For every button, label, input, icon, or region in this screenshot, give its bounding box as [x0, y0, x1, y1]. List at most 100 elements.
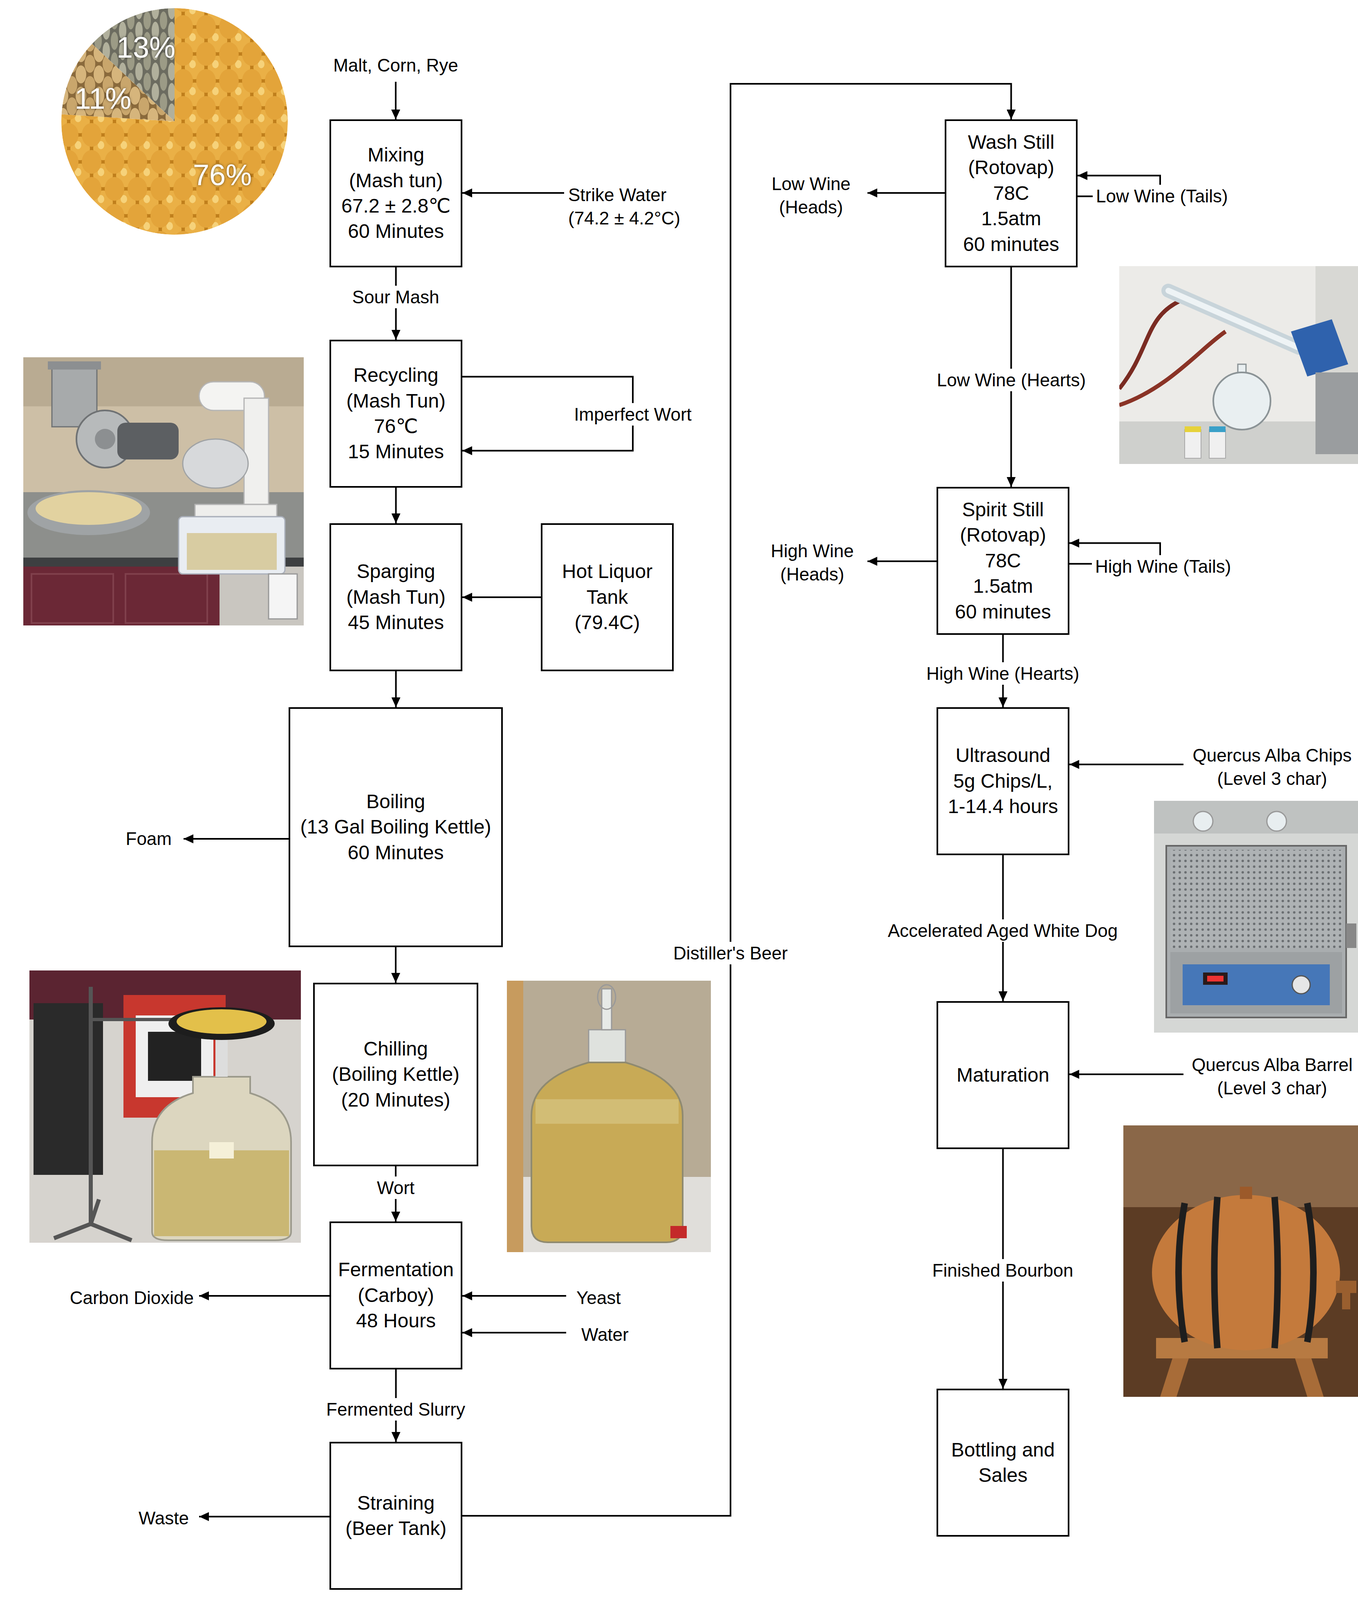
- box-detail: 48 Hours: [356, 1308, 436, 1334]
- process-box: Ultrasound5g Chips/L,1-14.4 hours: [936, 707, 1070, 856]
- box-detail: 1.5atm: [981, 206, 1042, 232]
- input-arrow: [462, 1331, 567, 1334]
- box-detail: 45 Minutes: [347, 609, 444, 636]
- flow-connector: [462, 596, 541, 599]
- edge-label: Imperfect Wort: [570, 403, 695, 426]
- box-detail: 76℃: [374, 413, 418, 440]
- box-detail: (Mash Tun): [346, 388, 446, 414]
- edge-label: Wort: [373, 1176, 418, 1199]
- box-detail: (Carboy): [357, 1282, 435, 1309]
- straining-photo: [29, 970, 301, 1243]
- stream-label: Strike Water (74.2 ± 4.2°C): [568, 183, 710, 230]
- process-box: Fermentation(Carboy)48 Hours: [329, 1221, 463, 1370]
- box-title: Boiling: [366, 788, 426, 815]
- output-arrow: [183, 838, 289, 840]
- box-title: Sparging: [356, 558, 435, 585]
- stream-label: Quercus Alba Chips (Level 3 char): [1189, 743, 1355, 791]
- output-arrow: [867, 560, 937, 563]
- stream-label: Carbon Dioxide: [54, 1286, 194, 1310]
- box-detail: 60 Minutes: [347, 840, 444, 866]
- stream-label: Water: [581, 1322, 664, 1347]
- edge-label: Low Wine (Hearts): [933, 368, 1090, 392]
- box-title: Maturation: [956, 1062, 1050, 1088]
- process-box: Bottling and Sales: [936, 1388, 1070, 1537]
- box-detail: 78C: [984, 548, 1021, 574]
- input-arrow: [1069, 763, 1184, 766]
- rotovap-photo: [1119, 266, 1358, 464]
- box-title: Mixing: [367, 142, 425, 168]
- box-detail: 60 minutes: [963, 231, 1060, 258]
- milling-photo: [23, 357, 304, 626]
- percent-label: 11%: [62, 79, 144, 119]
- box-title: Recycling: [353, 362, 439, 388]
- process-box: Recycling(Mash Tun)76℃15 Minutes: [329, 339, 463, 488]
- flow-arrow: [183, 81, 1184, 1517]
- input-arrow: [1069, 1073, 1184, 1076]
- edge-label: High Wine (Tails): [1091, 555, 1235, 578]
- box-title: Wash Still: [968, 129, 1055, 155]
- edge-label: Fermented Slurry: [322, 1398, 469, 1421]
- edge-label: Accelerated Aged White Dog: [884, 919, 1122, 942]
- edge-label: Low Wine (Tails): [1092, 184, 1232, 208]
- process-box: Hot Liquor Tank(79.4C): [540, 523, 674, 672]
- output-arrow: [199, 1515, 330, 1518]
- output-arrow: [199, 1295, 330, 1297]
- stream-label: Yeast: [576, 1286, 659, 1310]
- process-box: Maturation: [936, 1001, 1070, 1150]
- stream-label: Waste: [107, 1506, 189, 1530]
- input-arrow: [462, 192, 565, 194]
- edge-label: Distiller's Beer: [670, 941, 792, 965]
- box-detail: (Mash Tun): [346, 584, 446, 610]
- ultrasound-bath-photo: [1154, 800, 1358, 1033]
- box-detail: (Rotovap): [959, 522, 1047, 548]
- grain-pie-chart: [61, 8, 288, 235]
- carboy-photo: [506, 980, 711, 1253]
- percent-label: 13%: [105, 28, 187, 68]
- box-title: Spirit Still: [961, 497, 1044, 523]
- box-detail: (Rotovap): [968, 154, 1055, 181]
- flow-connector: [462, 83, 1012, 1516]
- box-detail: 78C: [992, 180, 1029, 207]
- process-box: Straining(Beer Tank): [329, 1441, 463, 1590]
- edge-label: High Wine (Hearts): [923, 662, 1083, 685]
- box-detail: (13 Gal Boiling Kettle): [300, 814, 492, 840]
- box-detail: (79.4C): [574, 609, 640, 636]
- stream-label: Quercus Alba Barrel (Level 3 char): [1189, 1053, 1355, 1100]
- box-detail: 1.5atm: [972, 573, 1034, 599]
- flow-connector: [394, 947, 397, 983]
- output-arrow: [867, 192, 945, 194]
- box-detail: 60 minutes: [954, 599, 1051, 625]
- input-arrow: [394, 81, 397, 120]
- flow-connector: [395, 671, 397, 708]
- box-detail: (Boiling Kettle): [331, 1061, 460, 1087]
- box-detail: 60 Minutes: [347, 218, 444, 245]
- box-detail: (20 Minutes): [341, 1087, 451, 1113]
- process-box: Wash Still(Rotovap)78C1.5atm60 minutes: [944, 119, 1078, 268]
- box-title: Fermentation: [338, 1257, 454, 1283]
- stream-label: Malt, Corn, Rye: [309, 53, 482, 77]
- process-box: Chilling(Boiling Kettle)(20 Minutes): [313, 982, 479, 1167]
- box-detail: 1-14.4 hours: [947, 793, 1059, 820]
- process-box: Boiling(13 Gal Boiling Kettle)60 Minutes: [288, 707, 503, 948]
- box-title: Bottling and Sales: [942, 1437, 1064, 1489]
- stream-label: High Wine (Heads): [759, 539, 866, 586]
- stream-label: Foam: [110, 826, 172, 851]
- box-title: Ultrasound: [955, 742, 1051, 769]
- box-title: Chilling: [363, 1036, 428, 1062]
- edge-label: Sour Mash: [349, 285, 443, 309]
- box-detail: (Mash tun): [349, 168, 443, 194]
- box-detail: 5g Chips/L,: [953, 768, 1053, 794]
- box-title: Straining: [357, 1490, 435, 1516]
- percent-label: 76%: [181, 156, 264, 195]
- box-detail: 15 Minutes: [347, 439, 444, 465]
- flow-connector: [395, 487, 397, 524]
- input-arrow: [462, 1295, 567, 1297]
- box-detail: 67.2 ± 2.8℃: [341, 193, 451, 219]
- process-box: Spirit Still(Rotovap)78C1.5atm60 minutes: [936, 486, 1070, 635]
- edge-label: Finished Bourbon: [929, 1259, 1077, 1282]
- barrel-photo: [1123, 1125, 1358, 1397]
- process-box: Sparging(Mash Tun)45 Minutes: [329, 523, 463, 672]
- process-box: Mixing(Mash tun)67.2 ± 2.8℃60 Minutes: [329, 119, 463, 268]
